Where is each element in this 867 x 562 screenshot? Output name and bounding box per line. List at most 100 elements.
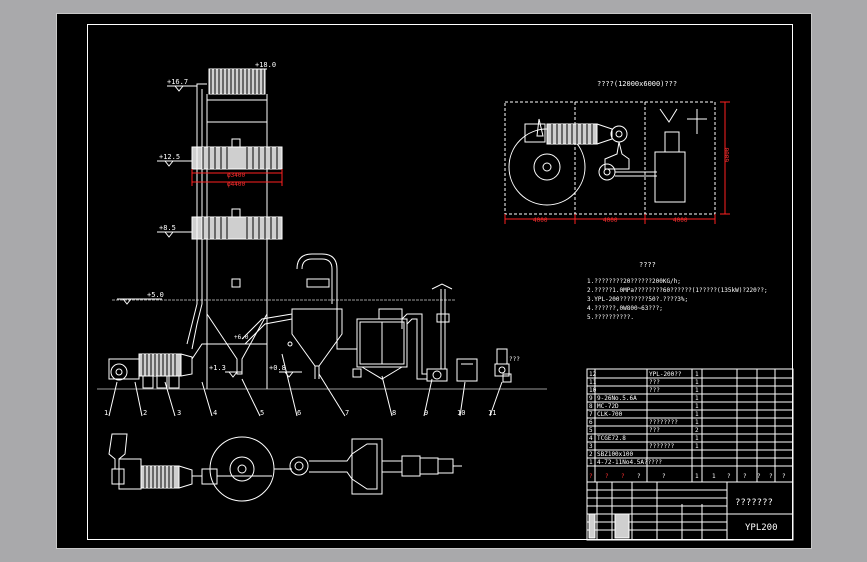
bom-name-6: ????????	[649, 419, 678, 426]
bom-no-8: 8	[589, 403, 593, 410]
pump-label: ???	[509, 356, 520, 363]
title-drawing-no: YPL200	[745, 523, 778, 533]
bom-name-4: TCGE72.8	[597, 435, 626, 442]
note-4: 4.??????,0W800~63???;	[587, 305, 663, 312]
bom-qty-8: 2	[695, 427, 699, 434]
tower-dim-d1: φ3400	[227, 172, 245, 179]
bom-no-11: 11	[589, 379, 597, 386]
bom-qty-5: 1	[695, 403, 699, 410]
part-4: 4	[213, 409, 217, 417]
bom-no-3: 3	[589, 443, 593, 450]
part-leaders	[108, 353, 503, 417]
tower-plan-circle	[209, 436, 275, 502]
plan-boundary	[504, 101, 716, 215]
plan-title: ????(12000x6000)???	[597, 80, 677, 88]
part-7: 7	[345, 409, 349, 417]
bom-qty-1: 1	[695, 371, 699, 378]
bom-head-10: ?	[757, 473, 761, 480]
note-5: 5.??????????.	[587, 314, 634, 321]
bom-no-7: 7	[589, 411, 593, 418]
tower-ring-lower	[191, 216, 283, 240]
bom-head-9: ?	[743, 473, 747, 480]
bom-no-2: 2	[589, 451, 593, 458]
notes-title: ????	[639, 261, 656, 269]
note-3: 3.YPL-200????????50?.????3%;	[587, 296, 688, 303]
bom-head-5: ?	[662, 473, 666, 480]
part-1: 1	[104, 409, 108, 417]
bom-head-7: 1	[712, 473, 716, 480]
plan-dimension-lines	[504, 101, 730, 224]
note-2: 2.?????1.0MPa????????60??????(1?????(135…	[587, 287, 768, 294]
bom-no-10: 10	[589, 387, 597, 394]
part-2: 2	[143, 409, 147, 417]
plan-dim-v: 6000	[724, 147, 731, 162]
bom-name-12: YPL-200??	[649, 371, 682, 378]
bom-no-9: 9	[589, 395, 593, 402]
plan-dim-1: 4000	[533, 217, 548, 224]
elev-16-7: +16.7	[167, 78, 188, 86]
elev-6-0: +6.0	[234, 334, 249, 341]
bom-no-5: 5	[589, 427, 593, 434]
bom-name-2: SBZ100x100	[597, 451, 634, 458]
part-3: 3	[177, 409, 181, 417]
bom-head-11: ?	[769, 473, 773, 480]
bom-head-12: ?	[782, 473, 786, 480]
chimney-stack	[431, 283, 453, 369]
bom-name-7: CLK-700	[597, 411, 623, 418]
bom-name-8: MC-72D	[597, 403, 619, 410]
elev-5-0: +5.0	[147, 291, 164, 299]
tower-diameter-dims	[191, 169, 283, 186]
bom-qty-10: 1	[695, 443, 699, 450]
bom-name-10: ???	[649, 387, 660, 394]
bom-head-1: ?	[589, 473, 593, 480]
plan-dim-3: 4000	[673, 217, 688, 224]
bom-qty-7: 1	[695, 419, 699, 426]
bom-qty-6: 1	[695, 411, 699, 418]
bom-head-6: 1	[695, 473, 699, 480]
bom-head-3: ?	[621, 473, 625, 480]
bom-qty-2: 1	[695, 379, 699, 386]
elev-top: +18.0	[255, 61, 276, 69]
title-block	[586, 481, 794, 541]
note-1: 1.????????20??????200KG/h;	[587, 278, 681, 285]
bom-qty-9: 1	[695, 435, 699, 442]
bom-no-4: 4	[589, 435, 593, 442]
bom-name-11: ???	[649, 379, 660, 386]
tower-dim-d2: φ4400	[227, 181, 245, 188]
tower-port-bottom	[231, 278, 241, 288]
bottom-plan-view	[108, 433, 462, 502]
bom-head-2: ?	[605, 473, 609, 480]
bom-no-1: 1	[589, 459, 593, 466]
cyclone-separator	[241, 253, 343, 379]
bom-no-12: 12	[589, 371, 597, 378]
bom-name-3: ???????	[649, 443, 675, 450]
drawing-canvas: φ3400 φ4400 +18.0 +16.7 +12.5 +8.5 +5.0 …	[97, 61, 794, 541]
control-cabinet	[456, 358, 478, 382]
elev-1-3: +1.3	[209, 364, 226, 372]
blower-and-heater	[108, 343, 207, 389]
bom-rows: 12 YPL-200?? 11 ??? 10 ??? 9 9-26No.5.6A…	[589, 371, 786, 480]
tower-top-header	[208, 68, 266, 95]
part-11: 11	[488, 409, 496, 417]
feed-pump: ???	[494, 348, 520, 383]
tower-port-upper	[231, 138, 241, 148]
bom-head-4: ?	[637, 473, 641, 480]
spray-tower	[186, 68, 283, 389]
part-5: 5	[260, 409, 264, 417]
bag-filter	[336, 304, 408, 380]
part-8: 8	[392, 409, 396, 417]
bom-qty-3: 1	[695, 387, 699, 394]
bom-name-1: 4-72-11No4.5A?????	[597, 459, 662, 466]
elev-12-5: +12.5	[159, 153, 180, 161]
bom-name-9: 9-26No.5.6A	[597, 395, 637, 402]
drawing-frame	[87, 24, 793, 540]
bom-no-6: 6	[589, 419, 593, 426]
exhaust-pipe	[401, 313, 448, 382]
part-10: 10	[457, 409, 465, 417]
bom-name-5: ???	[649, 427, 660, 434]
site-plan	[504, 101, 716, 215]
part-6: 6	[297, 409, 301, 417]
blower-fan	[110, 363, 128, 381]
drawing-sheet: φ3400 φ4400 +18.0 +16.7 +12.5 +8.5 +5.0 …	[56, 13, 812, 549]
bom-qty-4: 1	[695, 395, 699, 402]
